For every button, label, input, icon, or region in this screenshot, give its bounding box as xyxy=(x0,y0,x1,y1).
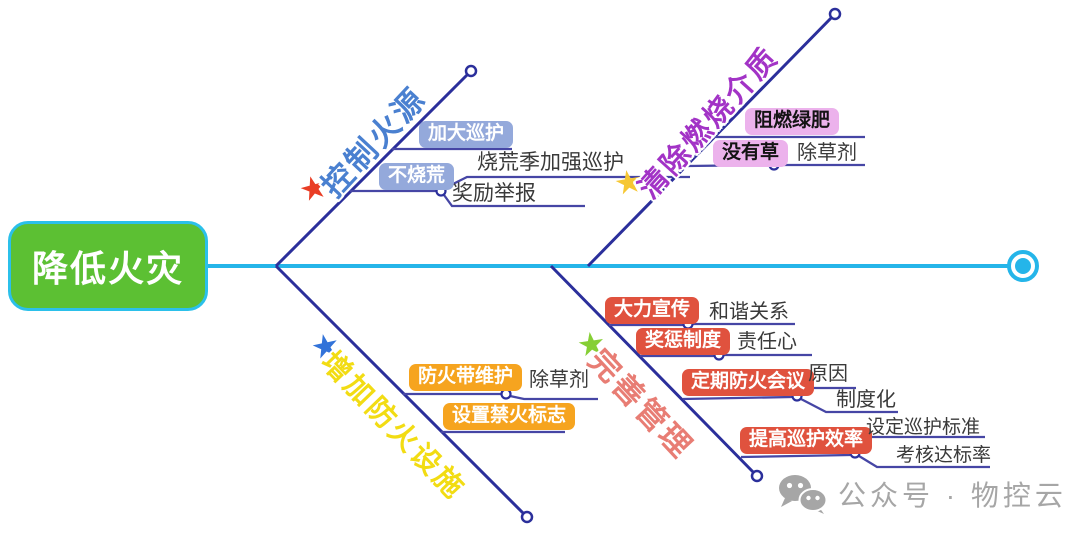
node-herbicide-left[interactable]: 除草剂 xyxy=(529,369,589,391)
node-assessment-pass-rate[interactable]: 考核达标率 xyxy=(896,445,992,466)
node-improve-patrol-efficiency[interactable]: 提高巡护效率 xyxy=(740,427,873,454)
branch-line-remove-combustion-medium xyxy=(586,7,865,268)
node-reward-punishment-system[interactable]: 奖惩制度 xyxy=(636,328,731,355)
main-spine xyxy=(207,250,1039,282)
node-increase-patrol[interactable]: 加大巡护 xyxy=(419,121,514,148)
node-no-fire-signs[interactable]: 设置禁火标志 xyxy=(443,403,576,430)
branch-line-add-fire-prevention-facilities xyxy=(274,264,598,524)
node-set-patrol-standards[interactable]: 设定巡护标准 xyxy=(866,417,981,438)
node-reward-reporting[interactable]: 奖励举报 xyxy=(452,182,536,205)
node-burn-season-extra-patrol[interactable]: 烧荒季加强巡护 xyxy=(477,151,624,174)
wechat-icon xyxy=(779,475,828,514)
node-regular-fire-meetings[interactable]: 定期防火会议 xyxy=(682,369,815,396)
root-node-label: 降低火灾 xyxy=(31,248,184,289)
watermark: 公众号 · 物控云 xyxy=(776,474,1067,514)
node-firebreak-maintenance[interactable]: 防火带维护 xyxy=(409,364,523,391)
watermark-text: 公众号 · 物控云 xyxy=(838,480,1067,511)
branch-line-control-fire-source xyxy=(274,64,690,268)
node-institutionalization[interactable]: 制度化 xyxy=(836,389,896,411)
node-reason[interactable]: 原因 xyxy=(808,363,848,385)
node-herbicide-right[interactable]: 除草剂 xyxy=(797,142,857,164)
node-sense-of-responsibility[interactable]: 责任心 xyxy=(737,331,797,353)
root-node[interactable]: 降低火灾 xyxy=(8,221,208,311)
node-harmonious-relations[interactable]: 和谐关系 xyxy=(709,301,789,323)
node-flame-retardant-green-manure[interactable]: 阻燃绿肥 xyxy=(745,108,840,135)
node-no-field-burning[interactable]: 不烧荒 xyxy=(379,163,455,190)
node-strong-publicity[interactable]: 大力宣传 xyxy=(605,297,700,324)
node-no-grass[interactable]: 没有草 xyxy=(713,140,789,167)
